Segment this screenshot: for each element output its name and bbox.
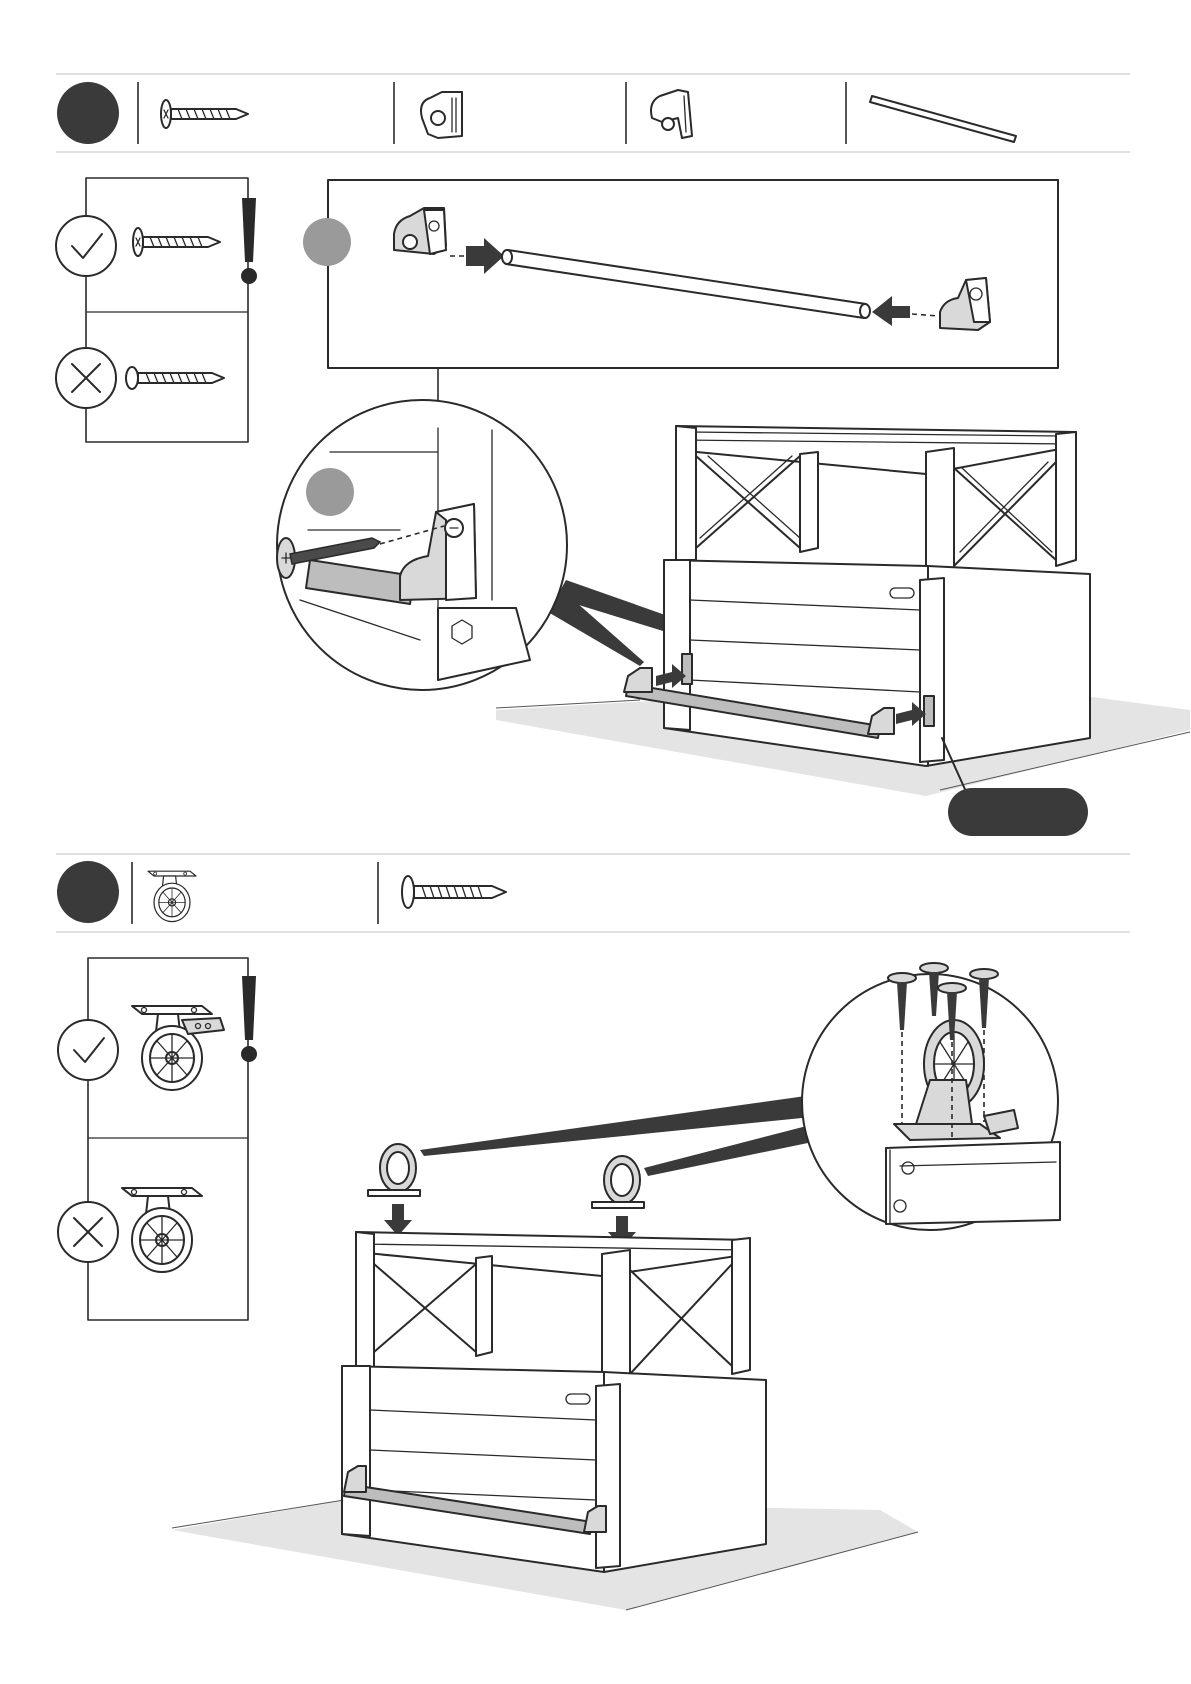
rod-holder-right-icon — [421, 92, 462, 138]
screw-icon — [402, 876, 506, 908]
screw-icon — [161, 100, 248, 128]
cross-icon — [58, 1202, 118, 1262]
caster-screw-zoom — [420, 963, 1060, 1230]
step-2-header — [56, 854, 1130, 932]
caster-wheel-icon — [148, 871, 196, 921]
rod-icon — [870, 96, 1016, 142]
sub-step-badge-a — [303, 218, 351, 266]
step-2-guidance-box — [58, 958, 257, 1320]
caster-wheel-icon — [592, 1156, 644, 1248]
step-1-badge — [57, 82, 119, 144]
sub-step-badge-b — [306, 468, 354, 516]
check-icon — [58, 1020, 118, 1080]
dark-pill — [948, 788, 1088, 836]
step-2-cabinet — [172, 1144, 918, 1610]
rod-holder-left-icon — [651, 90, 692, 138]
step-1-guidance-box — [56, 178, 257, 442]
step-2-badge — [57, 861, 119, 923]
check-icon — [56, 216, 116, 276]
cross-icon — [56, 348, 116, 408]
rod-assembly-detail — [303, 180, 1058, 432]
step-1-header — [56, 74, 1130, 152]
caster-wheel-icon — [368, 1144, 420, 1236]
